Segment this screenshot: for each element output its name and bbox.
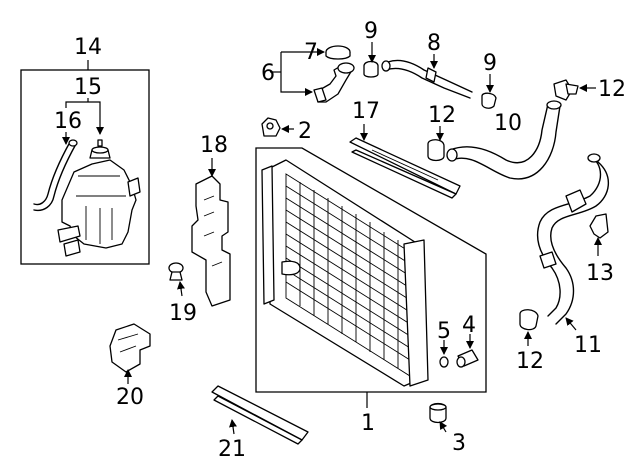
reservoir-tank [57, 159, 141, 257]
clamp-12-lower [519, 309, 539, 331]
radiator-frame [255, 147, 487, 393]
callout-20: 20 [116, 385, 144, 410]
callout-19: 19 [169, 301, 197, 326]
bypass-hose [381, 59, 473, 99]
clip-19 [168, 262, 184, 281]
callout-12-lower: 12 [516, 349, 544, 374]
reservoir-kit-frame [20, 69, 150, 265]
callout-9-left: 9 [364, 19, 378, 44]
part-2-mount [261, 117, 281, 137]
lower-support [211, 385, 309, 445]
callout-3: 3 [452, 431, 466, 456]
callout-14: 14 [74, 35, 102, 60]
cap-7 [325, 45, 351, 60]
callout-21: 21 [218, 437, 246, 462]
side-seal [191, 175, 231, 307]
radiator-core [261, 159, 429, 387]
o-ring [439, 356, 449, 368]
callout-6: 6 [261, 61, 275, 86]
callout-8: 8 [427, 31, 441, 56]
callout-11: 11 [574, 333, 602, 358]
lower-hose [536, 153, 609, 325]
callout-10: 10 [494, 111, 522, 136]
clamp-9-right [481, 92, 497, 109]
clamp-12-top [553, 79, 579, 101]
deflector-20 [109, 323, 151, 373]
callout-17: 17 [352, 99, 380, 124]
bracket-13 [589, 213, 609, 239]
outlet-pipe [313, 62, 355, 103]
callout-7: 7 [304, 40, 318, 65]
callout-16: 16 [54, 109, 82, 134]
callout-1: 1 [361, 411, 375, 436]
callout-4: 4 [462, 313, 476, 338]
drain-cock [456, 349, 479, 368]
reservoir-cap [89, 139, 111, 159]
callout-15: 15 [74, 75, 102, 100]
clamp-9-left [363, 60, 379, 78]
callout-5: 5 [437, 319, 451, 344]
callout-13: 13 [586, 261, 614, 286]
callout-2: 2 [298, 119, 312, 144]
callout-18: 18 [200, 133, 228, 158]
callout-12-top: 12 [598, 77, 626, 102]
lower-mount [429, 402, 447, 424]
upper-hose [446, 100, 562, 180]
upper-support [349, 137, 461, 199]
leader-15 [65, 98, 100, 134]
callout-12-upper: 12 [428, 103, 456, 128]
clamp-12-upper [427, 139, 445, 162]
callout-9-right: 9 [483, 51, 497, 76]
